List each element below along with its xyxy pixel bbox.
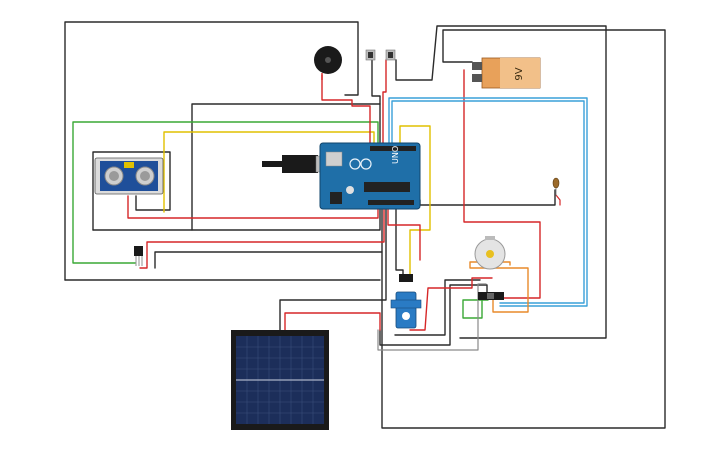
wire-black[interactable]: [394, 279, 481, 336]
wire-black[interactable]: [395, 25, 607, 339]
transistor[interactable]: [134, 246, 143, 266]
wire-red[interactable]: [387, 199, 421, 261]
wire-black[interactable]: [92, 151, 171, 231]
wire-black[interactable]: [419, 189, 556, 206]
wire-black[interactable]: [279, 199, 387, 331]
wire-black[interactable]: [379, 284, 488, 346]
piezo-buzzer[interactable]: [314, 46, 342, 80]
usb-cable: [262, 155, 327, 173]
wire-orange[interactable]: [499, 261, 511, 266]
pushbutton-left[interactable]: [365, 49, 376, 61]
ultrasonic-sensor[interactable]: [94, 157, 164, 195]
slide-switch[interactable]: [478, 292, 504, 300]
wire-red[interactable]: [463, 69, 541, 299]
wire-black[interactable]: [371, 59, 381, 105]
wire-red[interactable]: [284, 312, 381, 331]
wire-red[interactable]: [321, 74, 371, 145]
wire-red[interactable]: [409, 277, 493, 331]
wire-blue[interactable]: [391, 100, 585, 304]
wire-gray[interactable]: [377, 283, 487, 351]
battery-9v[interactable]: 9V: [472, 57, 541, 89]
wire-orange[interactable]: [469, 261, 529, 313]
wire-red[interactable]: [139, 199, 385, 269]
wire-red[interactable]: [382, 59, 387, 145]
wires: [64, 21, 666, 429]
arduino-label: UNO: [391, 146, 400, 164]
dc-motor[interactable]: [474, 236, 506, 270]
pushbutton-right[interactable]: [385, 49, 396, 61]
led[interactable]: [552, 177, 560, 196]
wire-blue[interactable]: [388, 97, 588, 307]
wire-black[interactable]: [381, 29, 666, 429]
wire-black[interactable]: [191, 103, 381, 231]
wire-green[interactable]: [462, 297, 489, 319]
wire-green[interactable]: [72, 121, 379, 264]
wire-black[interactable]: [154, 251, 383, 269]
wire-yellow[interactable]: [163, 131, 375, 213]
battery-label: 9V: [514, 67, 525, 80]
wire-black[interactable]: [64, 21, 359, 281]
wire-black[interactable]: [92, 199, 381, 231]
wire-red[interactable]: [555, 194, 561, 206]
arduino-uno[interactable]: UNO: [319, 142, 421, 210]
solar-panel[interactable]: [231, 330, 329, 430]
wire-yellow[interactable]: [399, 125, 431, 281]
wire-black[interactable]: [395, 199, 404, 281]
solar-grid: [236, 336, 324, 424]
servo-motor[interactable]: [390, 274, 422, 329]
